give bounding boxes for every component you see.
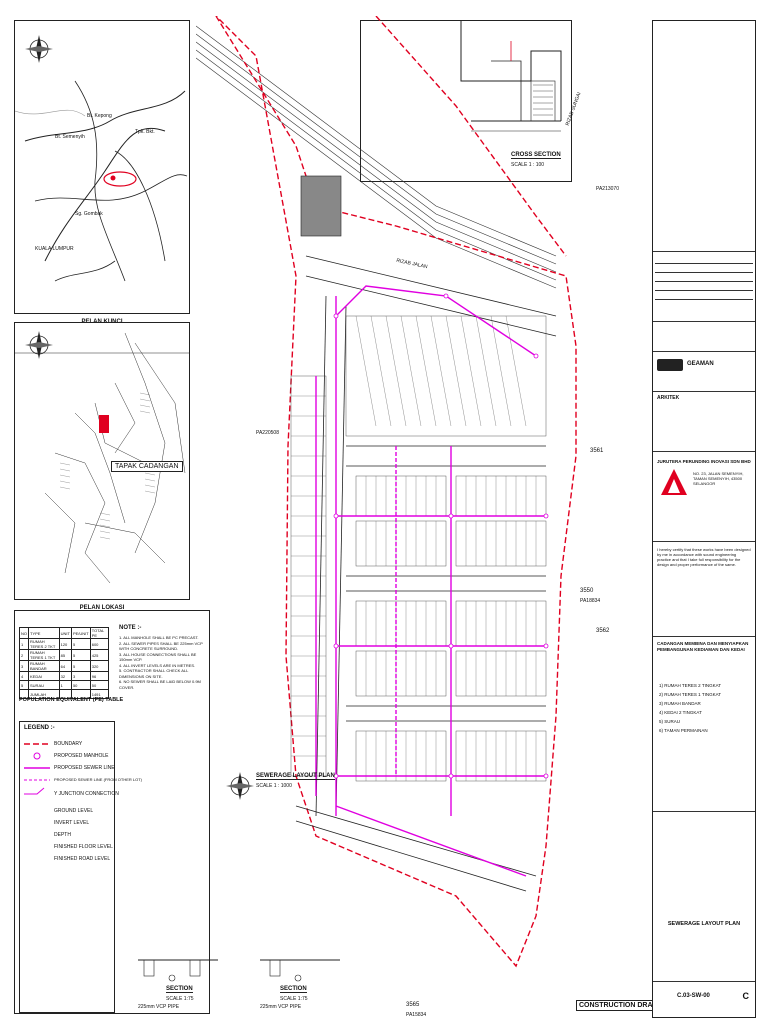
key-map-panel: KUALA LUMPUR Bt. Semenyih Bt. Kepong Tpk… xyxy=(14,20,190,325)
legend-item: GROUND LEVEL xyxy=(54,808,94,814)
main-plan: SEWERAGE LAYOUT PLAN SCALE 1 : 1000 RIZA… xyxy=(196,16,675,1020)
section-detail-a: SECTION SCALE 1:75 225mm VCP PIPE xyxy=(128,956,228,1016)
key-map-place: Bt. Kepong xyxy=(87,113,112,119)
notes-list: 1. ALL MANHOLE SHALL BE PC PRECAST. 2. A… xyxy=(119,635,205,690)
section-pipe-label: 225mm VCP PIPE xyxy=(260,1004,302,1010)
location-map-drawing xyxy=(15,331,189,584)
revision-table xyxy=(655,255,753,315)
section-scale: SCALE 1:75 xyxy=(280,996,308,1002)
note-line: 1. ALL MANHOLE SHALL BE PC PRECAST. xyxy=(119,635,199,640)
grid-ref: 3565 xyxy=(406,1002,420,1008)
location-map-panel: TAPAK CADANGAN PELAN LOKASI xyxy=(14,322,190,611)
phase-item: 6) TAMAN PERMAINAN xyxy=(659,728,708,733)
site-layout-drawing xyxy=(196,16,577,968)
legend-item: FINISHED FLOOR LEVEL xyxy=(54,844,113,850)
project-phase-list: 1) RUMAH TERES 2 TINGKAT 2) RUMAH TERES … xyxy=(659,681,751,735)
key-map-place: KUALA LUMPUR xyxy=(35,246,74,252)
drawing-title: SEWERAGE LAYOUT PLAN xyxy=(667,921,741,927)
plan-title: SEWERAGE LAYOUT PLAN xyxy=(256,773,335,780)
phase-item: 3) RUMAH BANDAR xyxy=(659,701,701,706)
key-map-place: Sg. Gombak xyxy=(75,211,103,217)
note-line: 6. NO SEWER SHALL BE LAID BELOW 0.9M COV… xyxy=(119,679,201,690)
section-a-drawing xyxy=(138,959,218,982)
legend-box: LEGEND :- BOUNDARY PROPOSED MANHOLE PROP… xyxy=(19,721,142,1013)
cross-section-scale: SCALE 1 : 100 xyxy=(511,162,545,168)
legend-item: PROPOSED SEWER LINE (FROM OTHER LOT) xyxy=(54,777,143,782)
note-line: 4. ALL INVERT LEVELS ARE IN METRES. xyxy=(119,662,196,668)
grid-ref: 3550 xyxy=(580,588,594,594)
legend-item: PROPOSED SEWER LINE xyxy=(54,765,115,771)
cross-section-drawing xyxy=(460,21,562,132)
north-arrow-icon xyxy=(226,772,254,800)
legend-symbols xyxy=(24,743,50,795)
cross-section-title: CROSS SECTION xyxy=(511,152,561,159)
consultant-name: JURUTERA PERUNDING INOVASI SDN BHD xyxy=(657,459,751,464)
client-name: GEAMAN xyxy=(687,361,714,367)
note-line: 3. ALL HOUSE CONNECTIONS SHALL BE 150mm … xyxy=(119,651,197,663)
certification-text: I hereby certify that these works have b… xyxy=(657,547,751,567)
legend-item: BOUNDARY xyxy=(54,741,83,747)
legend-item: INVERT LEVEL xyxy=(54,820,90,826)
coord-label: PA220508 xyxy=(256,430,279,436)
drawing-revision: C xyxy=(742,991,750,1001)
phase-item: 2) RUMAH TERES 1 TINGKAT xyxy=(659,692,722,697)
section-detail-b: SECTION SCALE 1:75 225mm VCP PIPE xyxy=(250,956,350,1016)
phase-item: 1) RUMAH TERES 2 TINGKAT xyxy=(659,683,722,688)
legend-title: LEGEND :- xyxy=(24,725,55,731)
notes-title: NOTE :- xyxy=(119,625,142,631)
phase-item: 4) KEDAI 2 TINGKAT xyxy=(659,710,702,715)
section-scale: SCALE 1:75 xyxy=(166,996,194,1002)
key-map-drawing xyxy=(15,35,188,282)
legend-item: DEPTH xyxy=(54,832,71,838)
coord-label: PA15834 xyxy=(406,1012,427,1018)
legend-item: PROPOSED MANHOLE xyxy=(54,753,109,759)
section-b-drawing xyxy=(260,959,340,982)
section-pipe-label: 225mm VCP PIPE xyxy=(138,1004,180,1010)
legend-item: Y JUNCTION CONNECTION xyxy=(54,791,119,797)
section-title: SECTION xyxy=(166,986,193,993)
phase-item: 5) SURAU xyxy=(659,719,681,724)
location-map-title: PELAN LOKASI xyxy=(79,605,125,611)
coord-label: PA213070 xyxy=(596,186,619,192)
plan-scale: SCALE 1 : 1000 xyxy=(256,783,292,789)
key-map-place: Tpk. Bkt. xyxy=(135,129,155,135)
note-line: 5. CONTRACTOR SHALL CHECK ALL DIMENSIONS… xyxy=(119,668,189,679)
north-arrow-icon xyxy=(25,35,53,63)
pe-table-title: POPULATION EQUIVALENT (PE) TABLE xyxy=(19,697,124,703)
consultant-logo-icon xyxy=(661,469,687,495)
title-block: GEAMAN ARKITEK JURUTERA PERUNDING INOVAS… xyxy=(652,20,756,1018)
note-line: 2. ALL SEWER PIPES SHALL BE 225mm VCP WI… xyxy=(119,640,203,652)
architect-label: ARKITEK xyxy=(657,395,680,401)
grid-ref: 3562 xyxy=(596,628,610,634)
grid-ref: 3561 xyxy=(590,448,604,454)
key-map-place: Bt. Semenyih xyxy=(55,134,85,140)
client-logo xyxy=(657,359,683,371)
north-arrow-icon xyxy=(25,331,53,359)
legend-item: FINISHED ROAD LEVEL xyxy=(54,856,111,862)
cross-section-panel: CROSS SECTION SCALE 1 : 100 xyxy=(360,20,572,182)
drawing-number: C.03-SW-00 xyxy=(677,993,710,999)
consultant-address: NO. 23, JALAN SEMENYIH, TAMAN SEMENYIH, … xyxy=(693,471,744,486)
site-label: TAPAK CADANGAN xyxy=(111,461,183,472)
project-title: CADANGAN MEMBINA DAN MENYIAPKAN PEMBANGU… xyxy=(657,641,749,652)
section-title: SECTION xyxy=(280,986,307,993)
coord-label: PA18834 xyxy=(580,598,601,604)
